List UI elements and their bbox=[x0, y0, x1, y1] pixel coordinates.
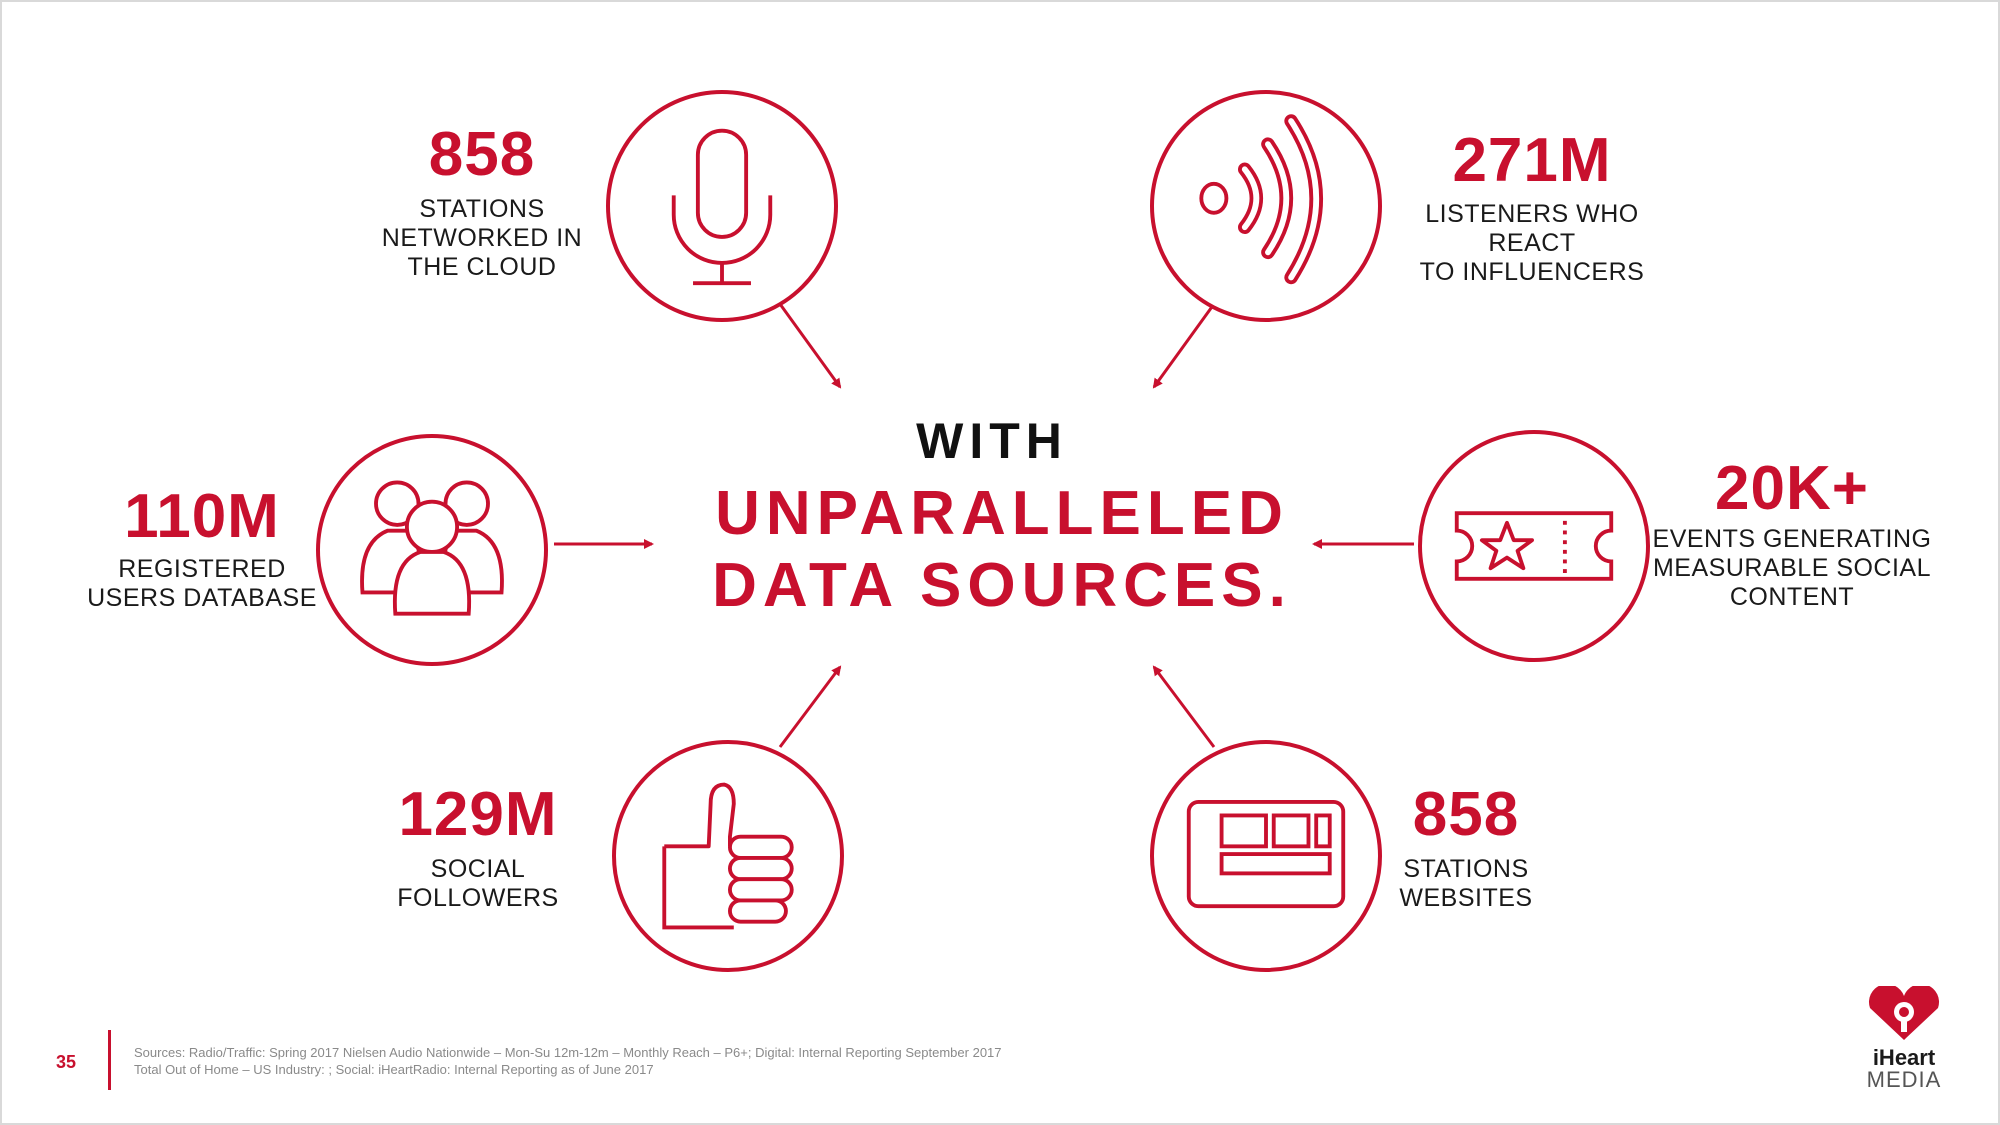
desc-line: MEASURABLE SOCIAL bbox=[1652, 554, 1932, 582]
stat-social-desc: SOCIAL FOLLOWERS bbox=[358, 855, 598, 913]
users-icon bbox=[360, 480, 504, 616]
headline-with: WITH bbox=[916, 413, 1068, 469]
footer-divider bbox=[108, 1030, 111, 1090]
thumbs-up-icon bbox=[662, 782, 794, 930]
stat-registered-desc: REGISTERED USERS DATABASE bbox=[72, 555, 332, 613]
desc-line: TO INFLUENCERS bbox=[1419, 258, 1645, 286]
desc-line: LISTENERS WHO REACT bbox=[1425, 200, 1639, 257]
logo-sub: MEDIA bbox=[1866, 1067, 1942, 1092]
stat-websites-number: 858 bbox=[1412, 780, 1520, 849]
desc-line: STATIONS bbox=[419, 195, 545, 223]
arrow-bottom-right bbox=[1152, 665, 1216, 748]
thumbs-up-circle bbox=[612, 740, 844, 972]
desc-line: CONTENT bbox=[1729, 583, 1855, 611]
headline-data-sources: DATA SOURCES. bbox=[712, 551, 1292, 620]
desc-line: EVENTS GENERATING bbox=[1652, 525, 1932, 553]
iheart-logo: iHeart MEDIA bbox=[1854, 983, 1954, 1092]
stat-stations-cloud-desc: STATIONS NETWORKED IN THE CLOUD bbox=[362, 195, 602, 282]
stat-social-number: 129M bbox=[398, 780, 558, 849]
stat-registered-number: 110M bbox=[124, 482, 280, 551]
broadcast-circle bbox=[1150, 90, 1382, 322]
stat-listeners-number: 271M bbox=[1452, 126, 1612, 195]
website-circle bbox=[1150, 740, 1382, 972]
microphone-circle bbox=[606, 90, 838, 322]
desc-line: SOCIAL bbox=[430, 855, 526, 883]
iheart-logo-mark bbox=[1868, 983, 1940, 1040]
stat-events-number: 20K+ bbox=[1715, 454, 1869, 523]
broadcast-icon bbox=[1199, 114, 1323, 285]
desc-line: REGISTERED bbox=[118, 555, 286, 583]
users-circle bbox=[316, 434, 548, 666]
desc-line: WEBSITES bbox=[1399, 884, 1533, 912]
footer-source-line: Total Out of Home – US Industry: ; Socia… bbox=[134, 1062, 654, 1077]
stat-websites-desc: STATIONS WEBSITES bbox=[1346, 855, 1586, 913]
laptop-icon bbox=[1186, 800, 1346, 909]
stat-listeners-desc: LISTENERS WHO REACT TO INFLUENCERS bbox=[1382, 200, 1682, 287]
footer-source-line: Sources: Radio/Traffic: Spring 2017 Niel… bbox=[134, 1045, 1002, 1060]
desc-line: STATIONS bbox=[1403, 855, 1529, 883]
logo-word: iHeart bbox=[1872, 1045, 1936, 1070]
page-number: 35 bbox=[56, 1052, 77, 1072]
stat-stations-cloud-number: 858 bbox=[428, 120, 536, 189]
arrow-top-right bbox=[1152, 303, 1216, 389]
arrow-top-left bbox=[778, 303, 842, 389]
microphone-icon bbox=[671, 128, 773, 286]
ticket-icon bbox=[1454, 511, 1614, 581]
stat-events-desc: EVENTS GENERATING MEASURABLE SOCIAL CONT… bbox=[1642, 525, 1942, 612]
desc-line: USERS DATABASE bbox=[87, 584, 317, 612]
desc-line: NETWORKED IN bbox=[381, 224, 583, 252]
headline-unparalleled: UNPARALLELED bbox=[715, 479, 1289, 548]
desc-line: THE CLOUD bbox=[407, 253, 557, 281]
arrow-bottom-left bbox=[778, 665, 842, 748]
desc-line: FOLLOWERS bbox=[397, 884, 559, 912]
footer-sources: Sources: Radio/Traffic: Spring 2017 Niel… bbox=[134, 1044, 1534, 1078]
ticket-circle bbox=[1418, 430, 1650, 662]
